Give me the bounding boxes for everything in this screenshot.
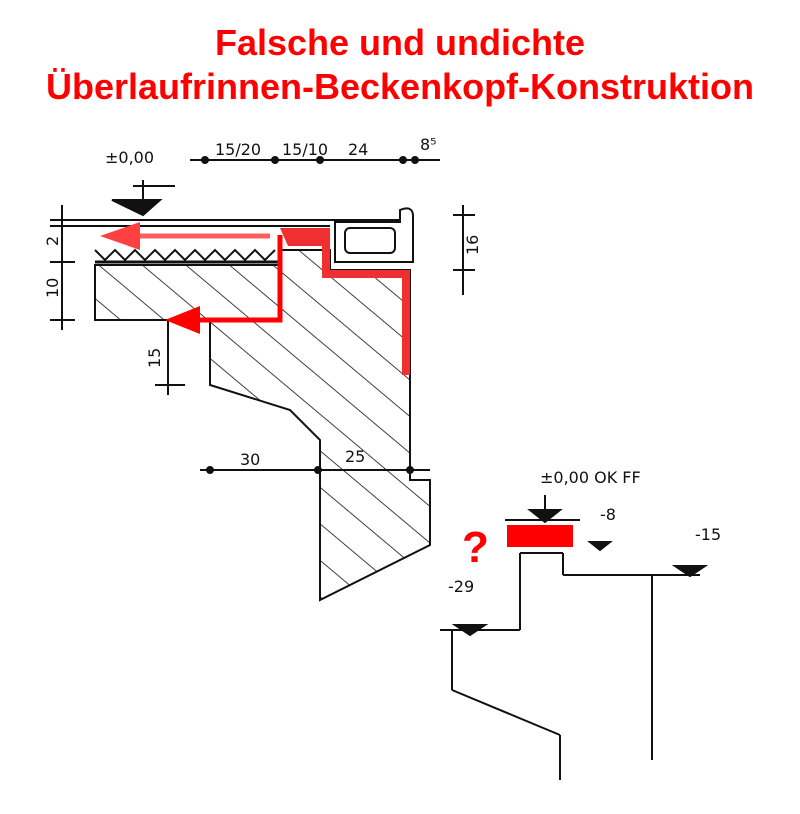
dim-right: 16	[463, 235, 482, 255]
level-top: ±0,00 OK FF	[540, 468, 641, 487]
sealant-joint	[280, 228, 410, 375]
level-label: ±0,00	[105, 148, 154, 167]
title-line-1: Falsche und undichte	[214, 22, 586, 63]
level-minus-15: -15	[695, 525, 721, 544]
level-sketch	[440, 495, 709, 780]
question-mark: ?	[462, 523, 489, 572]
dim-lower: 15	[145, 348, 164, 368]
dim-left-1: 2	[43, 236, 62, 246]
dim-top-2: 15/10	[282, 140, 328, 159]
title-line-2: Überlaufrinnen-Beckenkopf-Konstruktion	[45, 66, 755, 107]
section-drawing	[50, 156, 475, 602]
level-minus-8: -8	[600, 505, 616, 524]
dim-bottom-2: 25	[345, 447, 365, 466]
dim-bottom-1: 30	[240, 450, 260, 469]
dim-top-4: 8⁵	[420, 135, 437, 154]
dim-left-2: 10	[43, 278, 62, 298]
level-minus-29: -29	[448, 577, 474, 596]
leak-arrows	[100, 222, 283, 334]
dim-top-3: 24	[348, 140, 368, 159]
dim-top-1: 15/20	[215, 140, 261, 159]
missing-gutter-marker	[507, 525, 573, 547]
